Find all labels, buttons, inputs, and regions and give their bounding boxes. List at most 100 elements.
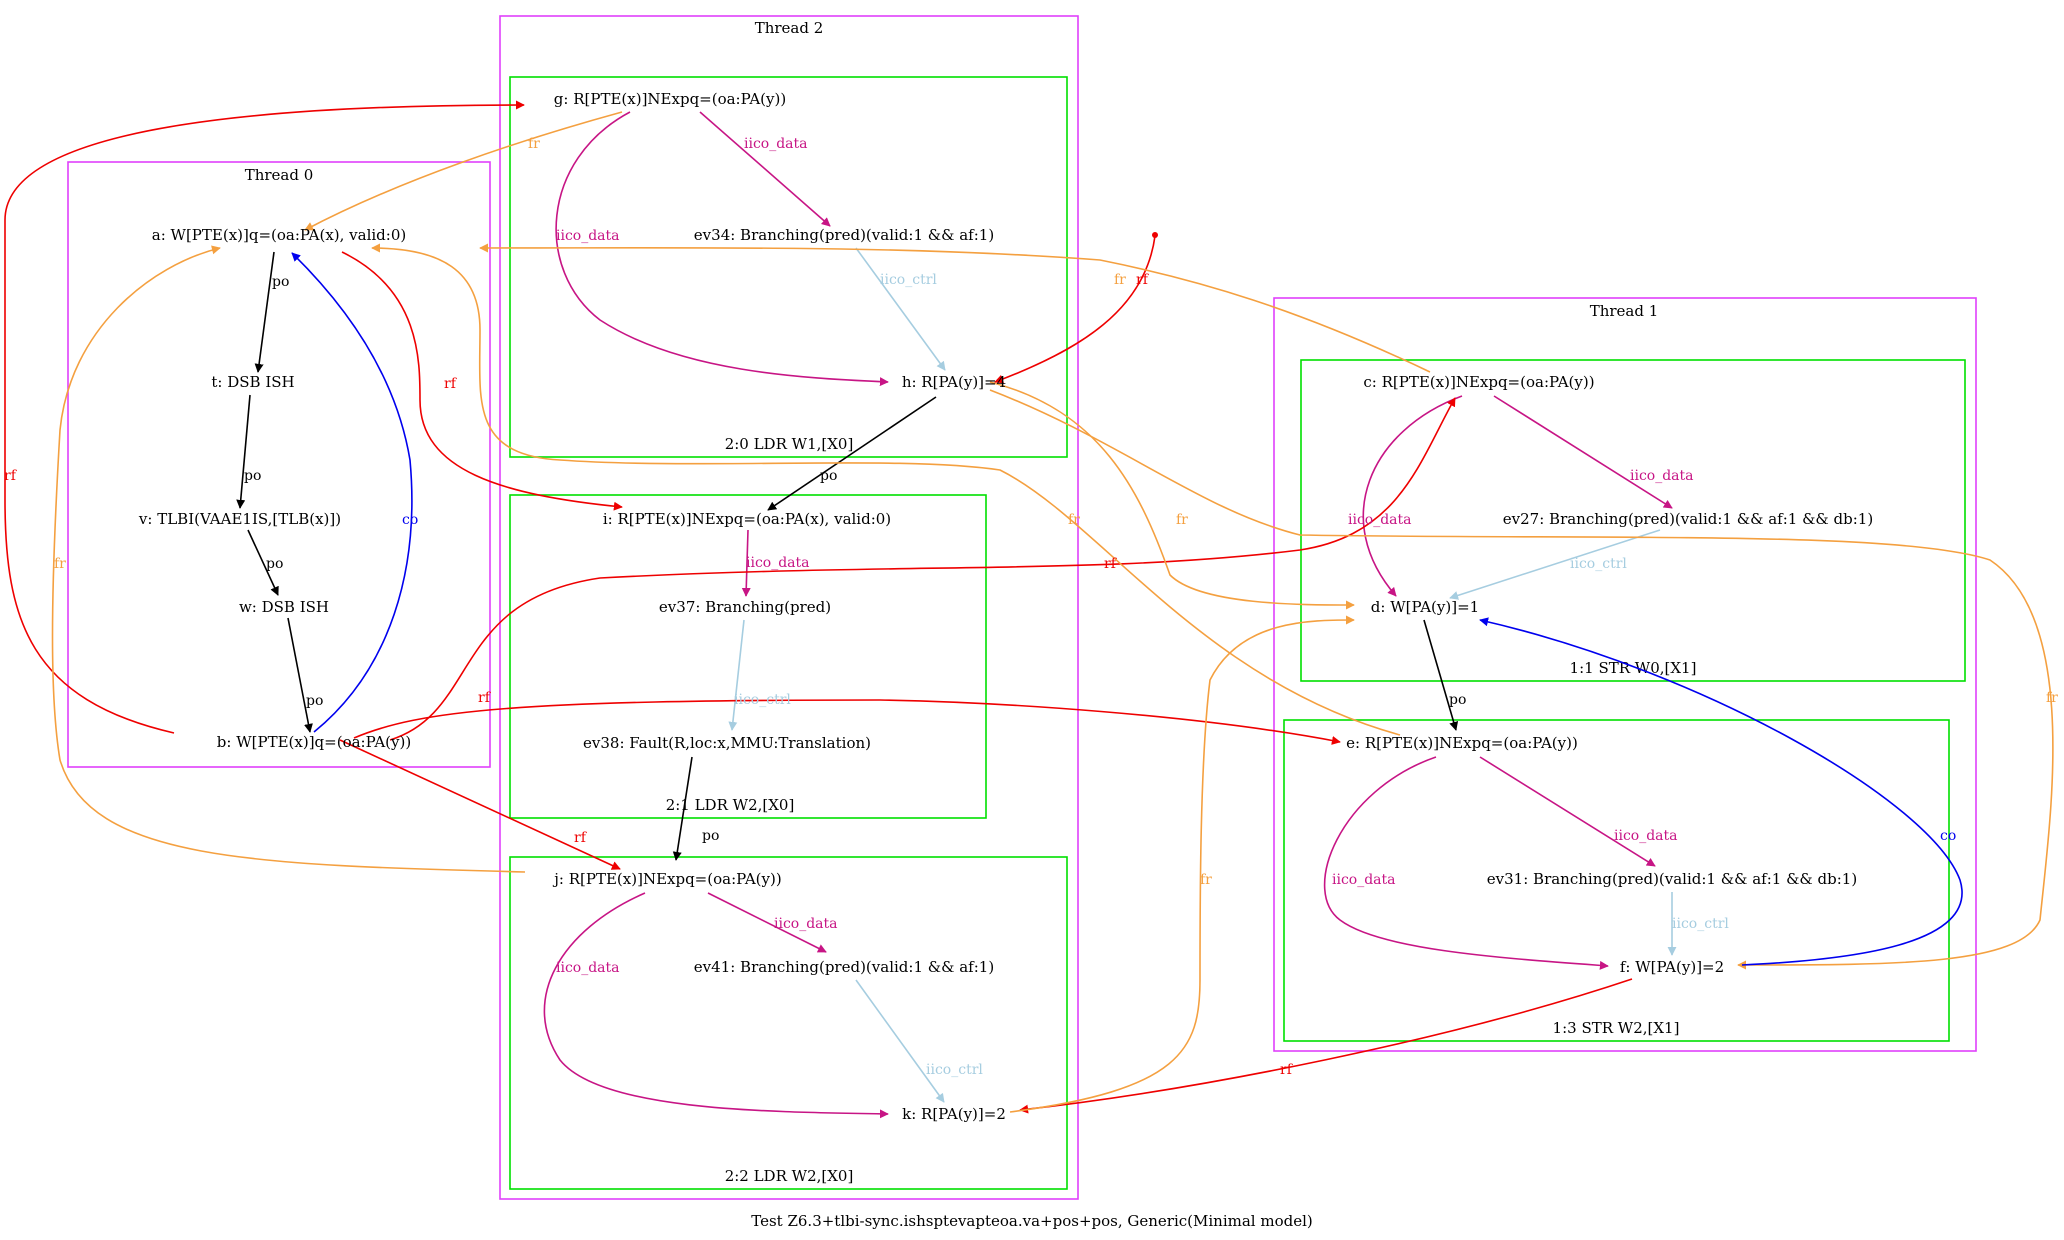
rf-edges [4, 100, 1633, 1114]
edge-po-h-i [767, 396, 937, 511]
label-iico-ctrl-ev41-k: iico_ctrl [926, 1062, 983, 1078]
node-d: d: W[PA(y)]=1 [1371, 598, 1479, 616]
edge-fr-k-d [1009, 615, 1355, 1113]
po-edges [236, 251, 1459, 861]
edge-fr-j-a [51, 245, 526, 873]
edge-iico-data-j-k [543, 892, 889, 1119]
label-iico-data-c-d: iico_data [1348, 512, 1412, 528]
label-po-v-w: po [266, 556, 283, 572]
node-g: g: R[PTE(x)]NExpq=(oa:PA(y)) [554, 90, 786, 108]
label-rf-a-i: rf [444, 376, 458, 392]
label-iico-ctrl-ev34-h: iico_ctrl [880, 272, 937, 288]
thread-0-label: Thread 0 [245, 166, 314, 184]
node-v: v: TLBI(VAAE1IS,[TLB(x)]) [138, 510, 341, 528]
label-rf-b-c: rf [1104, 556, 1118, 572]
instr-1-3-cluster: 1:3 STR W2,[X1] [1283, 719, 1950, 1042]
label-fr-g-a: fr [528, 136, 540, 152]
node-k: k: R[PA(y)]=2 [902, 1105, 1006, 1123]
label-iico-ctrl-ev31-f: iico_ctrl [1672, 916, 1729, 932]
fr-edges [51, 111, 2054, 1113]
edge-po-d-e [1423, 619, 1459, 731]
label-fr-j-a: fr [54, 556, 66, 572]
label-po-t-v: po [244, 468, 261, 484]
label-fr-c-a: fr [1114, 272, 1126, 288]
label-iico-data-j-k: iico_data [556, 960, 620, 976]
graph-caption: Test Z6.3+tlbi-sync.ishsptevapteoa.va+po… [751, 1212, 1312, 1230]
edge-po-a-t [254, 251, 275, 373]
node-a: a: W[PTE(x)]q=(oa:PA(x), valid:0) [152, 226, 406, 244]
label-po-w-b: po [306, 693, 323, 709]
label-po-h-i: po [820, 468, 837, 484]
edge-iico-ctrl-ev37-ev38 [728, 619, 745, 731]
label-iico-ctrl-ev37-ev38: iico_ctrl [734, 692, 791, 708]
edge-co-b-a [291, 252, 413, 733]
node-ev34: ev34: Branching(pred)(valid:1 && af:1) [694, 226, 994, 244]
edge-fr-h-f [989, 389, 2054, 970]
thread-1-cluster: Thread 1 [1273, 297, 1977, 1052]
edge-iico-ctrl-ev41-k [855, 979, 945, 1103]
label-iico-data-e-ev31: iico_data [1614, 828, 1678, 844]
label-iico-data-e-f: iico_data [1332, 872, 1396, 888]
label-fr-h-d: fr [1176, 512, 1188, 528]
label-rf-b-j: rf [574, 830, 588, 846]
node-ev27: ev27: Branching(pred)(valid:1 && af:1 &&… [1503, 510, 1873, 528]
label-fr-e-a: fr [1068, 512, 1080, 528]
node-c: c: R[PTE(x)]NExpq=(oa:PA(y)) [1363, 373, 1594, 391]
instr-1-1-cluster: 1:1 STR W0,[X1] [1300, 359, 1966, 682]
instr-1-3-label: 1:3 STR W2,[X1] [1553, 1019, 1680, 1037]
edge-rf-b-c [389, 397, 1456, 741]
instr-2-1-cluster: 2:1 LDR W2,[X0] [509, 494, 987, 819]
edge-fr-c-a [479, 243, 1431, 373]
co-edges [291, 252, 1963, 966]
edge-iico-data-g-ev34 [699, 111, 831, 227]
label-rf-f-k: rf [1280, 1062, 1294, 1078]
node-f: f: W[PA(y)]=2 [1620, 958, 1724, 976]
initial-state-point [1152, 232, 1158, 238]
label-rf-b-g: rf [4, 468, 18, 484]
label-iico-data-c-ev27: iico_data [1630, 468, 1694, 484]
label-po-a-t: po [272, 274, 289, 290]
label-co-f-d: co [1940, 828, 1956, 844]
node-h: h: R[PA(y)]=4 [902, 373, 1006, 391]
label-iico-data-g-h: iico_data [556, 228, 620, 244]
edge-rf-b-g [4, 100, 525, 734]
edge-rf-f-k [1019, 978, 1633, 1114]
edge-iico-data-i-ev37 [741, 529, 751, 597]
label-rf-b-e: rf [478, 690, 492, 706]
node-ev37: ev37: Branching(pred) [659, 598, 831, 616]
edge-co-f-d [1479, 617, 1963, 966]
edge-iico-data-e-f [1323, 756, 1609, 970]
node-e: e: R[PTE(x)]NExpq=(oa:PA(y)) [1346, 734, 1578, 752]
edge-iico-ctrl-ev27-d [1449, 529, 1661, 600]
label-po-ev38-j: po [702, 828, 719, 844]
edge-iico-data-c-ev27 [1493, 395, 1673, 509]
edge-po-ev38-j [672, 756, 693, 861]
edge-fr-e-a [371, 243, 1401, 736]
thread-2-label: Thread 2 [755, 19, 824, 37]
nodes: a: W[PTE(x)]q=(oa:PA(x), valid:0) t: DSB… [138, 90, 1873, 1123]
edge-fr-g-a [304, 111, 623, 231]
edge-iico-ctrl-ev34-h [855, 247, 946, 371]
edge-iico-data-e-ev31 [1479, 756, 1656, 867]
iico-ctrl-edges [728, 247, 1677, 1103]
label-iico-ctrl-ev27-d: iico_ctrl [1570, 556, 1627, 572]
edge-iico-data-c-d [1362, 395, 1463, 597]
label-iico-data-j-ev41: iico_data [774, 916, 838, 932]
node-ev31: ev31: Branching(pred)(valid:1 && af:1 &&… [1487, 870, 1857, 888]
label-co-b-a: co [402, 512, 418, 528]
label-iico-data-g-ev34: iico_data [744, 136, 808, 152]
edge-iico-data-j-ev41 [707, 892, 827, 953]
instr-2-2-cluster: 2:2 LDR W2,[X0] [509, 856, 1068, 1190]
edge-rf-b-j [339, 739, 621, 870]
node-i: i: R[PTE(x)]NExpq=(oa:PA(x), valid:0) [603, 510, 891, 528]
edge-labels: po po po po po po po iico_data iico_data… [4, 136, 2058, 1078]
thread-2-cluster: Thread 2 [499, 15, 1079, 1200]
node-j: j: R[PTE(x)]NExpq=(oa:PA(y)) [552, 870, 781, 888]
instr-2-0-cluster: 2:0 LDR W1,[X0] [509, 76, 1068, 458]
iico-data-edges [543, 111, 1673, 1119]
edge-po-v-w [247, 529, 279, 596]
label-po-d-e: po [1449, 692, 1466, 708]
node-b: b: W[PTE(x)]q=(oa:PA(y)) [217, 733, 411, 751]
edge-rf-b-e [353, 699, 1341, 745]
edge-rf-init-h [994, 235, 1156, 384]
